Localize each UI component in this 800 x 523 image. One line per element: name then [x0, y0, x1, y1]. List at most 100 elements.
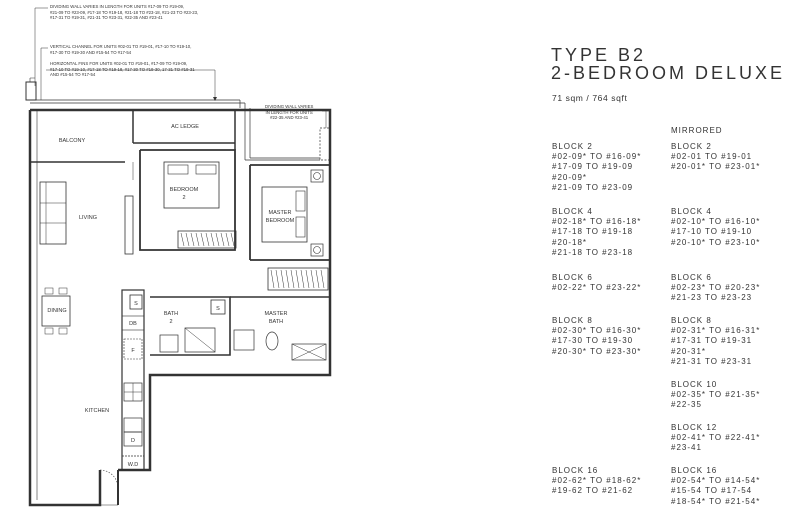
bath-2-label: BATH	[164, 311, 178, 317]
wardrobe-hatch	[230, 232, 235, 247]
vertical-channel	[25, 81, 37, 101]
unit-range: #22-35	[671, 400, 702, 410]
unit-range: #02-31* TO #16-31*	[671, 326, 761, 336]
unit-range: #02-18* TO #16-18*	[552, 217, 642, 227]
unit-description: 2-BEDROOM DELUXE	[551, 63, 786, 83]
block-name: BLOCK 2	[552, 142, 593, 151]
master-bath-label-2: BATH	[269, 319, 283, 325]
dryer-label: D	[131, 438, 135, 444]
block-group: BLOCK 6#02-23* TO #20-23*#21-23 TO #23-2…	[671, 273, 760, 304]
unit-range: #20-09*	[552, 172, 588, 182]
block-group: BLOCK 16#02-62* TO #18-62*#19-62 TO #21-…	[552, 466, 641, 497]
unit-range: #20-10* TO #23-10*	[671, 237, 761, 247]
db-box	[121, 315, 145, 331]
main-door-swing	[99, 469, 119, 489]
db-label: DB	[129, 321, 137, 327]
wardrobe-hatch	[195, 232, 200, 247]
unit-range: #17-18 TO #19-18	[552, 227, 634, 237]
block-group: BLOCK 16#02-54* TO #14-54*#15-54 TO #17-…	[671, 466, 760, 507]
dining-table	[41, 295, 71, 327]
block-name: BLOCK 6	[671, 273, 712, 282]
unit-range: #17-10 TO #19-10	[671, 227, 753, 237]
bath-2-wall	[150, 296, 231, 356]
unit-range: #02-22* TO #23-22*	[552, 283, 642, 293]
unit-range: #02-09* TO #16-09*	[552, 152, 642, 162]
block-name: BLOCK 2	[671, 142, 712, 151]
master-bedroom-label-2: BEDROOM	[266, 218, 295, 224]
unit-range: #21-23 TO #23-23	[671, 293, 753, 303]
note-dividing-wall-2: DIVIDING WALL VARIES IN LENGTH FOR UNITS…	[265, 104, 314, 121]
kitchen-label: KITCHEN	[85, 408, 109, 414]
block-name: BLOCK 4	[671, 207, 712, 216]
dividing-wall-box	[319, 127, 331, 161]
unit-range: #17-30 TO #19-30	[552, 336, 634, 346]
vanity	[233, 329, 255, 351]
unit-range: #18-54* TO #21-54*	[671, 496, 761, 506]
wardrobe-hatch	[320, 269, 325, 289]
wardrobe-hatch	[215, 232, 220, 247]
block-name: BLOCK 8	[671, 316, 712, 325]
sofa	[39, 181, 67, 245]
unit-title: TYPE B2 2-BEDROOM DELUXE	[551, 46, 785, 82]
chair	[58, 327, 68, 335]
wardrobe-hatch	[315, 269, 320, 289]
dining-label: DINING	[47, 308, 66, 314]
wardrobe-hatch	[305, 269, 310, 289]
unit-range: #15-54 TO #17-54	[671, 486, 753, 496]
lamp-icon	[313, 172, 321, 180]
block-group: BLOCK 4#02-10* TO #16-10*#17-10 TO #19-1…	[671, 207, 760, 248]
wardrobe-hatch	[190, 232, 195, 247]
wardrobe-hatch	[300, 269, 305, 289]
unit-range: #20-31*	[671, 346, 707, 356]
pillow	[167, 164, 189, 175]
chair	[44, 327, 54, 335]
note-dividing-wall: DIVIDING WALL VARIES IN LENGTH FOR UNITS…	[50, 4, 199, 21]
block-group: BLOCK 2#02-09* TO #16-09*#17-09 TO #19-0…	[552, 142, 641, 193]
block-name: BLOCK 16	[552, 466, 599, 475]
sink	[123, 417, 143, 433]
unit-range: #23-41	[671, 443, 702, 453]
lamp-icon	[313, 246, 321, 254]
unit-range: #02-35* TO #21-35*	[671, 390, 761, 400]
wardrobe-hatch	[185, 232, 190, 247]
unit-range: #17-09 TO #19-09	[552, 162, 634, 172]
wc-2	[159, 334, 179, 353]
living-label: LIVING	[79, 215, 97, 221]
unit-range: #02-23* TO #20-23*	[671, 283, 761, 293]
master-bed	[261, 186, 308, 243]
store-s1-label: S	[134, 301, 138, 307]
wardrobe-hatch	[220, 232, 225, 247]
note-horizontal-fins: HORIZONTAL FINS FOR UNITS #02-01 TO #19-…	[50, 61, 195, 78]
wardrobe-hatch	[180, 232, 185, 247]
balcony-label: BALCONY	[59, 138, 86, 144]
shower-diag	[184, 327, 216, 353]
wardrobe-hatch	[295, 269, 300, 289]
block-group: BLOCK 10#02-35* TO #21-35*#22-35	[671, 380, 760, 411]
unit-area: 71 sqm / 764 sqft	[552, 93, 628, 103]
unit-range: #02-30* TO #16-30*	[552, 326, 642, 336]
block-group: BLOCK 2#02-01 TO #19-01#20-01* TO #23-01…	[671, 142, 760, 173]
outer-wall	[30, 108, 332, 472]
wardrobe-hatch	[310, 269, 315, 289]
store-s2-label: S	[216, 306, 220, 312]
wardrobe-hatch	[290, 269, 295, 289]
unit-range: #20-18*	[552, 237, 588, 247]
tv-console	[124, 195, 134, 255]
wc-master	[265, 331, 279, 351]
pillow	[195, 164, 217, 175]
side-table	[310, 243, 324, 257]
block-group: BLOCK 4#02-18* TO #16-18*#17-18 TO #19-1…	[552, 207, 641, 258]
wardrobe-hatch	[270, 269, 275, 289]
unit-range: #20-01* TO #23-01*	[671, 162, 761, 172]
chair	[58, 287, 68, 295]
unit-range: #21-31 TO #23-31	[671, 356, 753, 366]
pillow	[295, 190, 306, 212]
chair	[44, 287, 54, 295]
store-s2	[210, 299, 226, 315]
store-s1	[129, 294, 143, 310]
mirrored-label: MIRRORED	[671, 126, 723, 135]
block-name: BLOCK 16	[671, 466, 718, 475]
wardrobe-hatch	[200, 232, 205, 247]
fridge	[123, 338, 143, 360]
